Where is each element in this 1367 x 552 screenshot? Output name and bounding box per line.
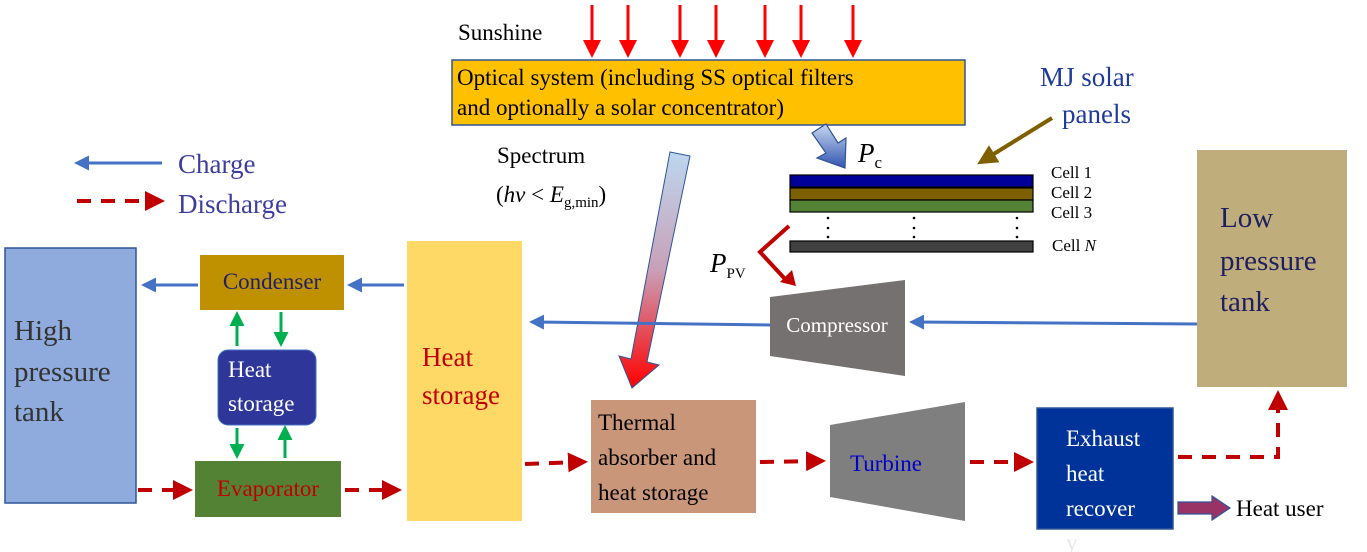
heat-user-arrow-icon xyxy=(1177,494,1232,522)
thermal-absorber-line1: Thermal xyxy=(598,410,676,435)
compressor-label: Compressor xyxy=(786,313,888,337)
heat-user-label: Heat user xyxy=(1236,496,1324,521)
exhaust-line3: recover xyxy=(1066,496,1135,521)
exhaust-line2: heat xyxy=(1066,461,1105,486)
low-tank-line2: pressure xyxy=(1220,245,1317,277)
condenser-label: Condenser xyxy=(223,269,322,294)
high-tank-line1: High xyxy=(14,315,73,347)
mj-solar-label-1: MJ solar xyxy=(1040,62,1134,92)
spectrum-label: Spectrum xyxy=(497,143,585,168)
ppv-arrow xyxy=(757,224,791,282)
cell-dots xyxy=(826,216,1019,239)
ppv-label: PPV xyxy=(709,248,746,282)
cell-n-label: Cell N xyxy=(1052,236,1098,255)
spectrum-condition: (hv < Eg,min) xyxy=(496,182,606,211)
low-pressure-tank: Low pressure tank xyxy=(1197,150,1347,387)
heat-storage-line2: storage xyxy=(422,380,500,410)
heat-storage-line1: Heat xyxy=(422,342,473,372)
heat-storage: Heat storage xyxy=(407,241,522,521)
small-heat-storage-line2: storage xyxy=(228,391,294,416)
small-heat-storage: Heat storage xyxy=(217,349,317,426)
exhaust-heat-recovery: Exhaust heat recover y xyxy=(1036,407,1174,552)
sunshine-arrows xyxy=(583,5,862,58)
low-tank-line3: tank xyxy=(1220,286,1270,318)
pc-label: Pc xyxy=(857,138,883,172)
mj-cell-stack xyxy=(789,174,1034,253)
high-tank-line3: tank xyxy=(14,396,64,428)
mj-solar-label-2: panels xyxy=(1062,99,1131,129)
heat-exchange-arrows xyxy=(229,311,293,459)
evaporator-label: Evaporator xyxy=(217,476,320,501)
high-pressure-tank: High pressure tank xyxy=(4,247,137,504)
legend: Charge Discharge xyxy=(74,149,287,219)
low-tank-line1: Low xyxy=(1220,202,1273,234)
evaporator: Evaporator xyxy=(195,461,341,517)
ppv-arrowhead-icon xyxy=(780,270,796,286)
pc-arrow-icon xyxy=(811,123,847,169)
exhaust-overflow: y xyxy=(1066,530,1078,552)
small-heat-storage-line1: Heat xyxy=(228,357,272,382)
condenser: Condenser xyxy=(200,255,344,310)
discharge-legend-label: Discharge xyxy=(178,189,287,219)
discharge-flows xyxy=(138,390,1288,500)
compressor: Compressor xyxy=(770,280,905,376)
turbine-label: Turbine xyxy=(850,451,922,476)
panel-pointer-arrow xyxy=(977,116,1054,165)
thermal-absorber-line2: absorber and xyxy=(598,445,717,470)
sunshine-label: Sunshine xyxy=(458,20,542,45)
thermal-absorber: Thermal absorber and heat storage xyxy=(591,400,756,513)
turbine: Turbine xyxy=(830,402,965,521)
optical-system-box: Optical system (including SS optical fil… xyxy=(451,59,966,126)
optical-system-line2: and optionally a solar concentrator) xyxy=(457,95,784,120)
cell-1-label: Cell 1 xyxy=(1051,163,1092,182)
spectrum-arrow-icon xyxy=(618,151,691,389)
charge-flows xyxy=(141,277,1198,330)
exhaust-line1: Exhaust xyxy=(1066,426,1141,451)
optical-system-line1: Optical system (including SS optical fil… xyxy=(457,65,854,90)
high-tank-line2: pressure xyxy=(14,356,111,388)
thermal-absorber-line3: heat storage xyxy=(598,480,708,505)
charge-legend-label: Charge xyxy=(178,149,255,179)
cell-3-label: Cell 3 xyxy=(1051,203,1092,222)
cell-2-label: Cell 2 xyxy=(1051,183,1092,202)
